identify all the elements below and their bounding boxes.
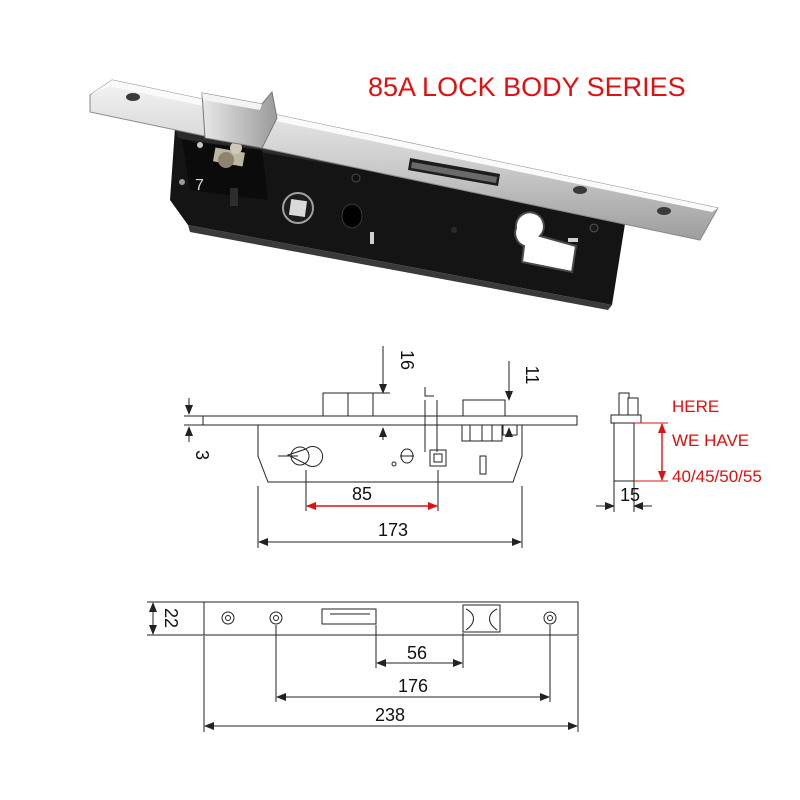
dim-bolt-label: 11 <box>522 366 542 385</box>
faceplate-view-drawing <box>147 601 579 732</box>
dim-length-label: 173 <box>378 520 408 540</box>
end-view-drawing <box>596 392 668 512</box>
lock-case <box>170 128 628 305</box>
side-view-drawing <box>184 346 578 548</box>
side-bolt <box>462 399 506 417</box>
dim-holes-label: 176 <box>398 676 428 696</box>
dim-l-label: L <box>0 0 10 4</box>
faceplate-outline <box>203 601 579 636</box>
note-line-3: 40/45/50/55 <box>672 467 762 486</box>
dim-thickness-label: 3 <box>192 450 212 460</box>
dim-latch-label: 16 <box>397 350 417 370</box>
note-line-1: HERE <box>672 397 719 416</box>
dim-width-label: 15 <box>620 485 640 505</box>
note-line-2: WE HAVE <box>672 431 749 450</box>
cylinder-cutout <box>514 211 578 274</box>
dim-backset-label: 85 <box>352 484 372 504</box>
page-title: 85A LOCK BODY SERIES <box>368 72 686 102</box>
lock-body-illustration: 7 <box>89 79 719 310</box>
side-body <box>257 424 523 483</box>
dim-spacing-label: 56 <box>407 643 427 663</box>
side-faceplate <box>202 415 578 426</box>
dim-total-label: 238 <box>375 705 405 725</box>
oval-hole <box>341 203 363 229</box>
svg-text:7: 7 <box>195 177 204 194</box>
dim-height-label: 22 <box>161 608 181 628</box>
